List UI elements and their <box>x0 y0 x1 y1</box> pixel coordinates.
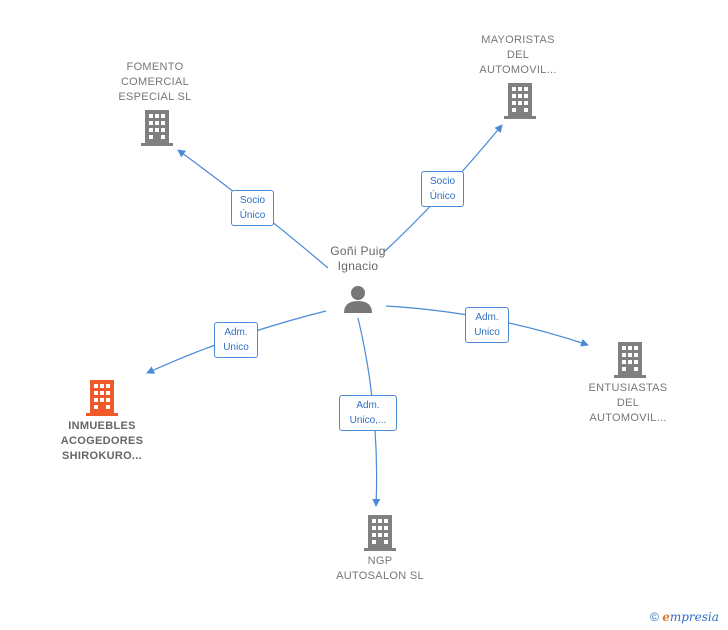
brand-name: empresia <box>662 610 719 624</box>
node-label-ngp[interactable]: NGP AUTOSALON SL <box>336 555 424 582</box>
building-icon[interactable] <box>364 515 396 551</box>
node-label-mayoristas[interactable]: MAYORISTAS DEL AUTOMOVIL... <box>479 34 557 76</box>
copyright-icon: © <box>650 610 659 624</box>
center-person-name[interactable]: Goñi Puig Ignacio <box>330 244 386 273</box>
building-icon[interactable] <box>614 342 646 378</box>
edge-label-fomento[interactable]: Socio Único <box>231 190 274 226</box>
node-label-entusiastas[interactable]: ENTUSIASTAS DEL AUTOMOVIL... <box>588 382 668 424</box>
edge-label-entusiastas[interactable]: Adm. Unico <box>465 307 509 343</box>
edge-label-mayoristas[interactable]: Socio Único <box>421 171 464 207</box>
person-icon[interactable] <box>343 284 373 314</box>
building-icon[interactable] <box>504 83 536 119</box>
edge-label-inmuebles[interactable]: Adm. Unico <box>214 322 258 358</box>
node-label-fomento[interactable]: FOMENTO COMERCIAL ESPECIAL SL <box>118 61 192 103</box>
node-label-inmuebles[interactable]: INMUEBLES ACOGEDORES SHIROKURO... <box>60 420 144 462</box>
building-icon[interactable] <box>86 380 118 416</box>
building-icon[interactable] <box>141 110 173 146</box>
empresia-logo[interactable]: © empresia <box>650 610 719 624</box>
edge-label-ngp[interactable]: Adm. Unico,... <box>339 395 397 431</box>
